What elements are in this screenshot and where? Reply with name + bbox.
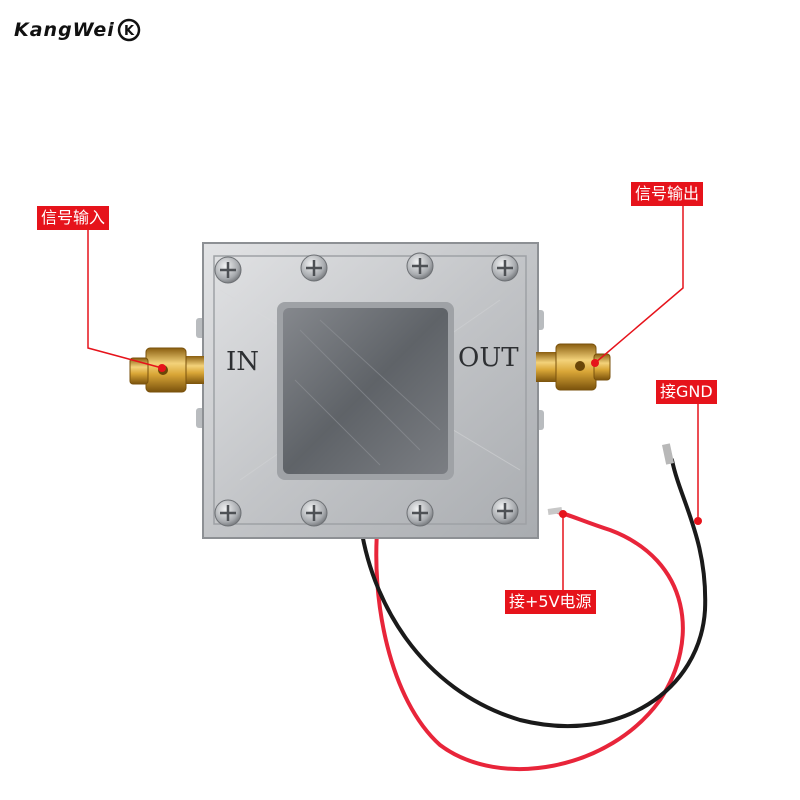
- ground-wire-black: [358, 458, 708, 729]
- screw: [214, 256, 242, 284]
- brand-logo: KangWei K: [14, 16, 141, 44]
- wire-tip-power: [547, 507, 563, 515]
- callout-signal-input: 信号输入: [37, 206, 110, 230]
- sma-connector-input: [129, 347, 204, 393]
- power-wire-red: [374, 510, 685, 772]
- shield-window: [277, 302, 454, 480]
- port-out-label: OUT: [458, 343, 519, 373]
- leader-line-output: [591, 206, 684, 367]
- screw: [406, 499, 434, 527]
- screw: [300, 499, 328, 527]
- leader-line-ground: [694, 403, 702, 525]
- screw: [491, 254, 519, 282]
- sma-connector-output: [536, 343, 611, 391]
- brand-k-mark-icon: K: [117, 18, 141, 42]
- screw: [300, 254, 328, 282]
- wire-tip-ground: [662, 443, 674, 465]
- callout-signal-output: 信号输出: [631, 182, 704, 206]
- leader-line-input: [87, 228, 166, 372]
- screw: [214, 499, 242, 527]
- brand-k-mark-letter: K: [124, 24, 135, 39]
- screw: [406, 252, 434, 280]
- brand-logo-text: KangWei: [14, 19, 115, 41]
- callout-power: 接+5V电源: [505, 590, 596, 614]
- leader-line-power: [559, 510, 567, 590]
- screw: [491, 497, 519, 525]
- callout-ground: 接GND: [656, 380, 717, 404]
- port-in-label: IN: [226, 347, 259, 377]
